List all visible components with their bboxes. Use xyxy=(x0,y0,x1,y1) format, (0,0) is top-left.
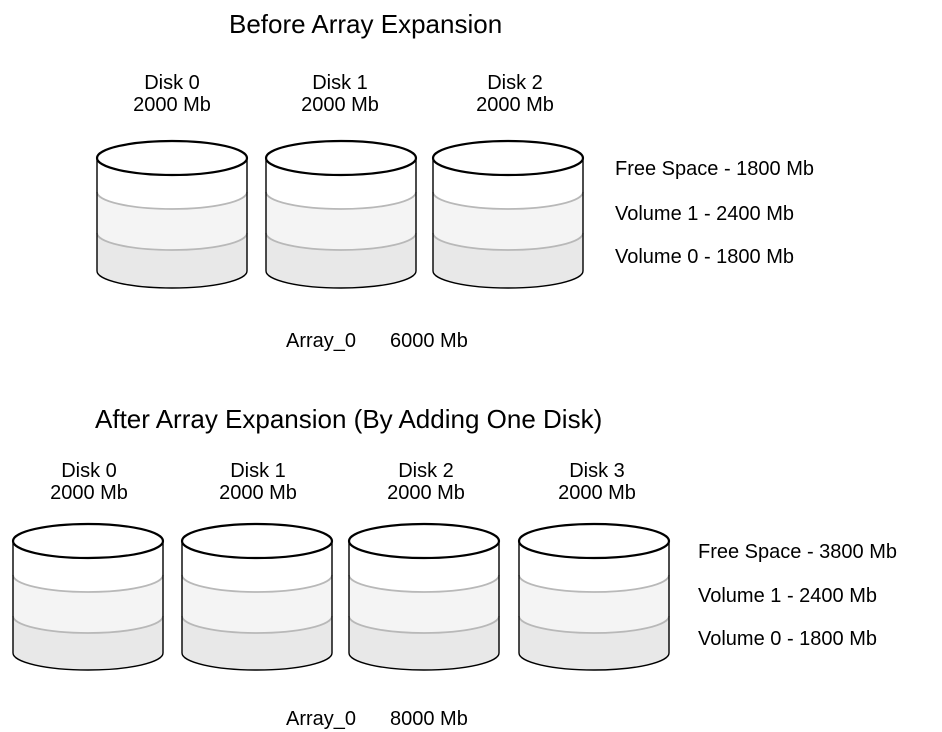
after-disk-2-band-divider-2 xyxy=(348,615,500,634)
after-disk-1-cylinder xyxy=(180,522,334,671)
disk-size: 2000 Mb xyxy=(133,94,211,116)
after-disk-0-free-space-band xyxy=(13,541,163,592)
disk-name: Disk 0 xyxy=(61,460,117,482)
before-array-name: Array_0 xyxy=(286,330,357,352)
after-disk-2-band-divider-1 xyxy=(348,574,500,593)
after-disk-0-label: Disk 0 2000 Mb xyxy=(24,460,154,504)
after-disk-3-free-space-band xyxy=(519,541,669,592)
after-legend-free: Free Space - 3800 Mb xyxy=(698,541,897,563)
before-legend-volume1: Volume 1 - 2400 Mb xyxy=(615,203,794,225)
after-disk-0-band-divider-1 xyxy=(12,574,164,593)
after-disk-2-label: Disk 2 2000 Mb xyxy=(361,460,491,504)
after-disk-1-band-divider-2 xyxy=(181,615,333,634)
after-legend-volume0: Volume 0 - 1800 Mb xyxy=(698,628,877,650)
before-legend-free: Free Space - 1800 Mb xyxy=(615,158,814,180)
before-disk-0-outline xyxy=(96,158,248,289)
after-disk-2-cylinder xyxy=(347,522,501,671)
before-disk-0-label: Disk 0 2000 Mb xyxy=(107,72,237,116)
before-disk-2-outline xyxy=(432,158,584,289)
before-disk-2-volume1-band xyxy=(433,192,583,250)
before-disk-2-band-divider-1 xyxy=(432,191,584,210)
after-disk-2-volume1-band xyxy=(349,575,499,633)
after-disk-3-volume1-band xyxy=(519,575,669,633)
after-disk-3-band-divider-2 xyxy=(518,615,670,634)
after-disk-0-volume1-band xyxy=(13,575,163,633)
disk-size: 2000 Mb xyxy=(219,482,297,504)
disk-size: 2000 Mb xyxy=(50,482,128,504)
after-disk-3-cylinder xyxy=(517,522,671,671)
before-disk-2-label: Disk 2 2000 Mb xyxy=(450,72,580,116)
disk-name: Disk 1 xyxy=(230,460,286,482)
after-disk-1-outline xyxy=(181,541,333,671)
after-disk-0-volume0-band xyxy=(13,616,163,670)
before-disk-0-band-divider-1 xyxy=(96,191,248,210)
before-title: Before Array Expansion xyxy=(229,9,503,39)
after-disk-1-top-ellipse xyxy=(180,522,334,560)
after-disk-3-volume0-band xyxy=(519,616,669,670)
after-array-name: Array_0 xyxy=(286,708,357,730)
before-disk-0-top-ellipse xyxy=(95,139,249,177)
disk-size: 2000 Mb xyxy=(301,94,379,116)
after-disk-1-volume0-band xyxy=(182,616,332,670)
before-disk-2-free-space-band xyxy=(433,158,583,209)
disk-name: Disk 2 xyxy=(398,460,454,482)
after-disk-2-outline xyxy=(348,541,500,671)
before-disk-1-volume1-band xyxy=(266,192,416,250)
before-disk-0-free-space-band xyxy=(97,158,247,209)
after-disk-2-volume0-band xyxy=(349,616,499,670)
before-disk-0-volume0-band xyxy=(97,233,247,288)
after-disk-3-label: Disk 3 2000 Mb xyxy=(532,460,662,504)
disk-size: 2000 Mb xyxy=(476,94,554,116)
before-disk-1-outline xyxy=(265,158,417,289)
disk-name: Disk 1 xyxy=(312,72,368,94)
before-disk-2-band-divider-2 xyxy=(432,232,584,251)
after-disk-1-volume1-band xyxy=(182,575,332,633)
before-disk-1-cylinder xyxy=(264,139,418,289)
before-disk-1-top-ellipse xyxy=(264,139,418,177)
before-legend-volume0: Volume 0 - 1800 Mb xyxy=(615,246,794,268)
before-disk-2-volume0-band xyxy=(433,233,583,288)
before-disk-2-top-ellipse xyxy=(431,139,585,177)
after-disk-2-free-space-band xyxy=(349,541,499,592)
before-disk-2-cylinder xyxy=(431,139,585,289)
before-disk-1-free-space-band xyxy=(266,158,416,209)
after-title: After Array Expansion (By Adding One Dis… xyxy=(95,404,603,434)
after-disk-0-cylinder xyxy=(11,522,165,671)
after-legend-volume1: Volume 1 - 2400 Mb xyxy=(698,585,877,607)
after-disk-1-free-space-band xyxy=(182,541,332,592)
before-disk-1-volume0-band xyxy=(266,233,416,288)
disk-size: 2000 Mb xyxy=(387,482,465,504)
before-disk-0-band-divider-2 xyxy=(96,232,248,251)
before-array-size: 6000 Mb xyxy=(390,330,468,352)
after-disk-0-band-divider-2 xyxy=(12,615,164,634)
after-disk-3-outline xyxy=(518,541,670,671)
disk-name: Disk 2 xyxy=(487,72,543,94)
disk-size: 2000 Mb xyxy=(558,482,636,504)
before-disk-0-volume1-band xyxy=(97,192,247,250)
before-disk-1-label: Disk 1 2000 Mb xyxy=(275,72,405,116)
after-disk-3-band-divider-1 xyxy=(518,574,670,593)
after-disk-3-top-ellipse xyxy=(517,522,671,560)
after-disk-1-label: Disk 1 2000 Mb xyxy=(193,460,323,504)
disk-name: Disk 0 xyxy=(144,72,200,94)
after-disk-2-top-ellipse xyxy=(347,522,501,560)
disk-name: Disk 3 xyxy=(569,460,625,482)
after-array-size: 8000 Mb xyxy=(390,708,468,730)
before-disk-0-cylinder xyxy=(95,139,249,289)
before-disk-1-band-divider-1 xyxy=(265,191,417,210)
after-disk-0-top-ellipse xyxy=(11,522,165,560)
after-disk-1-band-divider-1 xyxy=(181,574,333,593)
before-disk-1-band-divider-2 xyxy=(265,232,417,251)
after-disk-0-outline xyxy=(12,541,164,671)
